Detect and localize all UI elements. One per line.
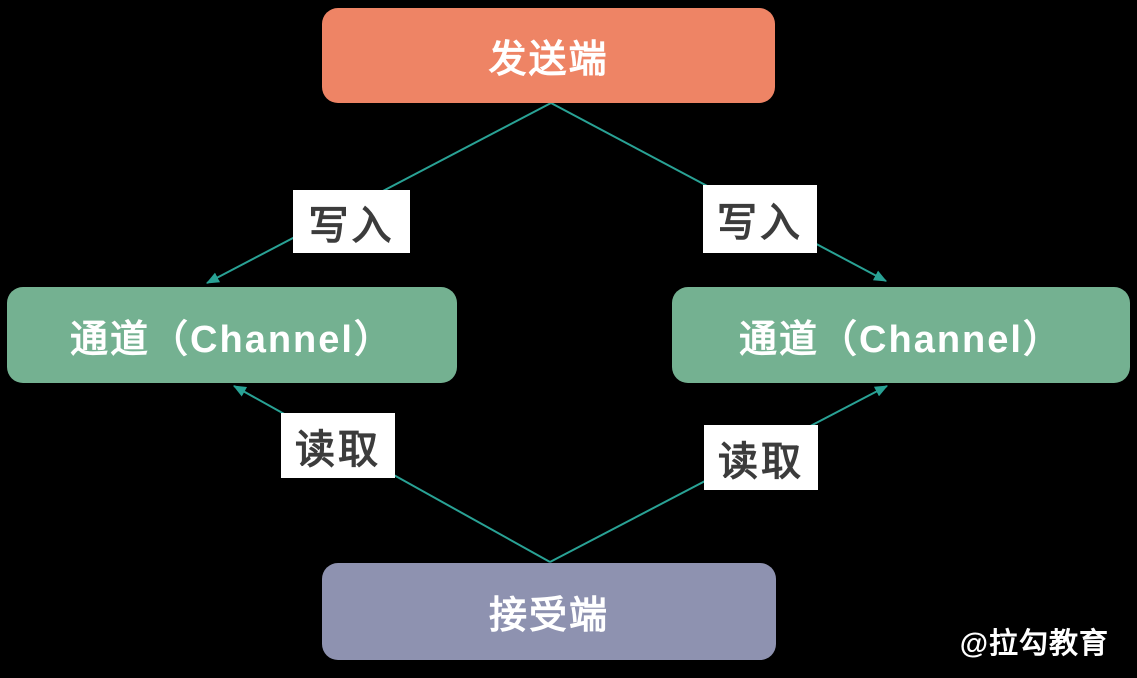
edge-label-write-left: 写入	[293, 190, 410, 253]
node-sender-label: 发送端	[488, 39, 609, 81]
node-channel-right-label: 通道（Channel）	[739, 318, 1063, 361]
node-receiver: 接受端	[322, 563, 776, 660]
node-sender: 发送端	[322, 8, 775, 103]
node-receiver-label: 接受端	[488, 595, 609, 637]
edge-label-read-left: 读取	[281, 413, 395, 478]
watermark: @拉勾教育	[959, 628, 1109, 660]
node-channel-left: 通道（Channel）	[7, 287, 457, 383]
node-channel-right: 通道（Channel）	[672, 287, 1130, 383]
edge-label-read-right: 读取	[704, 425, 818, 490]
edge-label-write-right: 写入	[703, 185, 817, 253]
node-channel-left-label: 通道（Channel）	[70, 318, 394, 361]
